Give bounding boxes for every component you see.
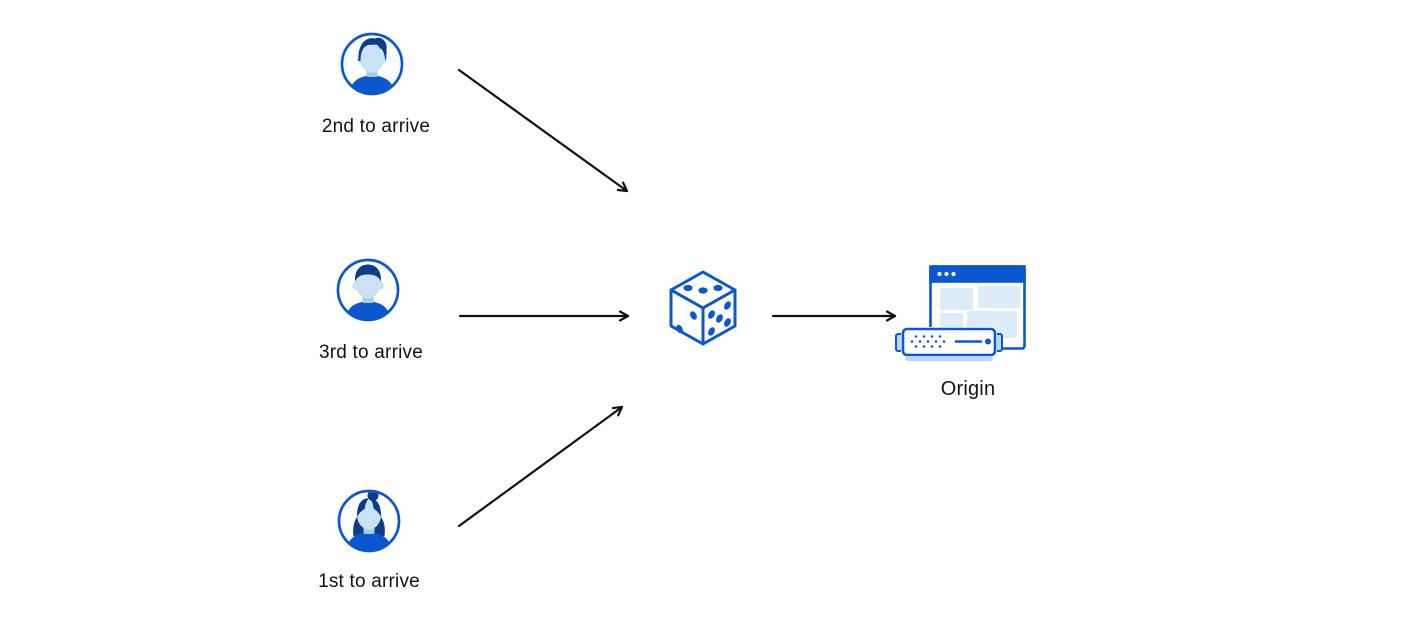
window-dot-icon xyxy=(937,271,942,277)
server-icon xyxy=(895,327,1003,361)
user2-label: 2nd to arrive xyxy=(321,116,431,137)
server-led-icon xyxy=(985,338,991,345)
window-dot-icon xyxy=(951,271,956,277)
avatar-man-flat-top-icon xyxy=(336,258,400,322)
avatar-man-swept-hair-icon xyxy=(340,32,404,96)
arrow-user2-to-dice xyxy=(457,68,629,193)
dice-icon xyxy=(669,270,737,346)
arrow-user1-to-dice xyxy=(457,405,624,528)
user1-label: 1st to arrive xyxy=(318,571,420,592)
server-vent-dots xyxy=(910,335,946,348)
window-dot-icon xyxy=(944,271,949,277)
avatar-woman-bun-icon xyxy=(337,489,401,553)
origin-label: Origin xyxy=(940,378,996,400)
user3-label: 3rd to arrive xyxy=(319,342,423,363)
